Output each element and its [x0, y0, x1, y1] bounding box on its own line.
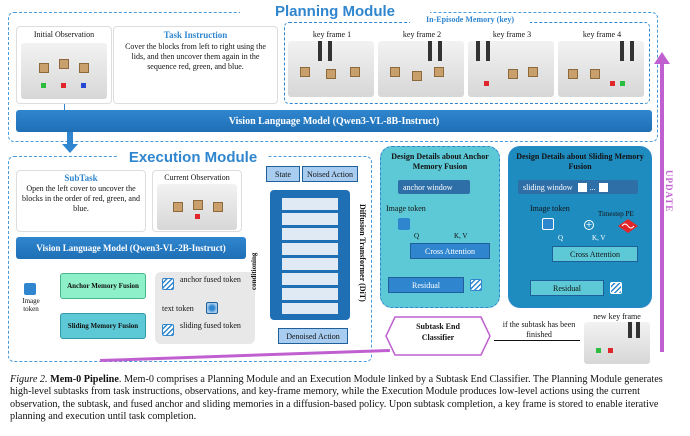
update-label: UPDATE — [664, 170, 674, 213]
anchor-window-bar: anchor window — [398, 180, 470, 194]
sliding-fused-token-icon — [162, 324, 174, 336]
dit-label: Diffusion Transformer (DiT) — [358, 204, 367, 302]
sliding-image-token-label: Image token — [530, 204, 570, 213]
subtask-text: Open the left cover to uncover the block… — [22, 184, 140, 213]
sliding-output-token-icon — [610, 282, 622, 294]
in-episode-memory-label: In-Episode Memory (key) — [410, 15, 530, 24]
initial-observation-panel: Initial Observation — [16, 26, 112, 104]
anchor-design-title: Design Details about Anchor Memory Fusio… — [391, 152, 489, 171]
key-frame-1-label: key frame 1 — [312, 30, 352, 39]
dit-layer-stack — [282, 198, 338, 314]
anchor-kv-label: K, V — [454, 232, 468, 240]
subtask-panel: SubTask Open the left cover to uncover t… — [16, 170, 146, 232]
sliding-fused-token-label: sliding fused token — [180, 321, 241, 330]
sliding-residual: Residual — [530, 280, 604, 296]
current-observation-panel: Current Observation — [152, 170, 242, 232]
timestep-pe-label: Timestep PE — [598, 210, 634, 218]
sliding-window-bar: sliding window ... — [518, 180, 638, 194]
planning-module-title: Planning Module — [240, 3, 430, 20]
key-frame-2-label: key frame 2 — [402, 30, 442, 39]
key-frame-3: key frame 3 — [468, 30, 556, 100]
key-frame-4-label: key frame 4 — [582, 30, 622, 39]
figure-caption: Figure 2. Mem-0 Pipeline. Mem-0 comprise… — [10, 374, 682, 423]
noised-action-label: Noised Action — [302, 166, 358, 182]
key-frame-4: key frame 4 — [558, 30, 646, 100]
sliding-window-label: sliding window — [523, 182, 573, 192]
conditioning-label: conditioning — [250, 252, 258, 290]
anchor-image-token-icon — [398, 218, 410, 230]
initial-observation-label: Initial Observation — [33, 30, 95, 39]
new-key-frame-label: new key frame — [593, 312, 641, 321]
sliding-memory-fusion-box: Sliding Memory Fusion — [60, 313, 146, 339]
task-instruction-panel: Task Instruction Cover the blocks from l… — [113, 26, 278, 104]
execution-module-title: Execution Module — [118, 149, 268, 166]
add-symbol-icon: + — [584, 220, 594, 230]
task-instruction-title: Task Instruction — [163, 30, 228, 40]
sliding-q-label: Q — [558, 234, 564, 242]
subtask-end-classifier-label: Subtask End Classifier — [416, 322, 460, 342]
anchor-fused-token-icon — [162, 278, 174, 290]
anchor-output-token-icon — [470, 279, 482, 291]
update-arrowhead-icon — [654, 52, 670, 64]
arrow-planning-to-execution — [62, 132, 78, 153]
sliding-window-ellipsis: ... — [589, 182, 596, 192]
anchor-cross-attention: Cross Attention — [410, 243, 490, 259]
sliding-image-token-icon — [542, 218, 554, 230]
key-frame-1: key frame 1 — [288, 30, 376, 100]
arrow-classifier-to-frame — [494, 340, 580, 341]
anchor-image-token-label: Image token — [386, 204, 426, 213]
task-instruction-text: Cover the blocks from left to right usin… — [125, 42, 266, 71]
timestep-pe-icon — [618, 219, 638, 233]
key-frame-3-label: key frame 3 — [492, 30, 532, 39]
planning-vlm-bar: Vision Language Model (Qwen3-VL-8B-Instr… — [16, 110, 652, 132]
image-token-label: Image token — [22, 297, 40, 313]
caption-title: Mem-0 Pipeline — [50, 374, 119, 385]
caption-figure-number: Figure 2. — [10, 374, 48, 385]
current-observation-label: Current Observation — [164, 173, 230, 182]
image-token-icon — [24, 283, 36, 295]
current-observation-image — [157, 184, 237, 230]
new-key-frame-panel: new key frame — [584, 312, 650, 366]
subtask-end-classifier-shape — [385, 316, 491, 356]
initial-observation-image — [21, 43, 107, 99]
arrow-planning-inputs — [64, 104, 65, 110]
sliding-cross-attention: Cross Attention — [552, 246, 638, 262]
text-token-icon — [206, 302, 218, 314]
classifier-condition-text: if the subtask has been finished — [502, 320, 576, 339]
key-frame-2: key frame 2 — [378, 30, 466, 100]
caption-text: . Mem-0 comprises a Planning Module and … — [10, 374, 663, 422]
execution-vlm-bar: Vision Language Model (Qwen3-VL-2B-Instr… — [16, 237, 246, 259]
anchor-residual: Residual — [388, 277, 464, 293]
subtask-title: SubTask — [64, 173, 98, 183]
denoised-action-label: Denoised Action — [278, 328, 348, 344]
state-label: State — [266, 166, 300, 182]
anchor-q-label: Q — [414, 232, 420, 240]
anchor-fused-token-label: anchor fused token — [180, 275, 241, 284]
anchor-memory-fusion-box: Anchor Memory Fusion — [60, 273, 146, 299]
sliding-kv-label: K, V — [592, 234, 606, 242]
text-token-label: text token — [162, 304, 194, 313]
update-line — [660, 60, 664, 352]
sliding-design-title: Design Details about Sliding Memory Fusi… — [516, 152, 644, 171]
